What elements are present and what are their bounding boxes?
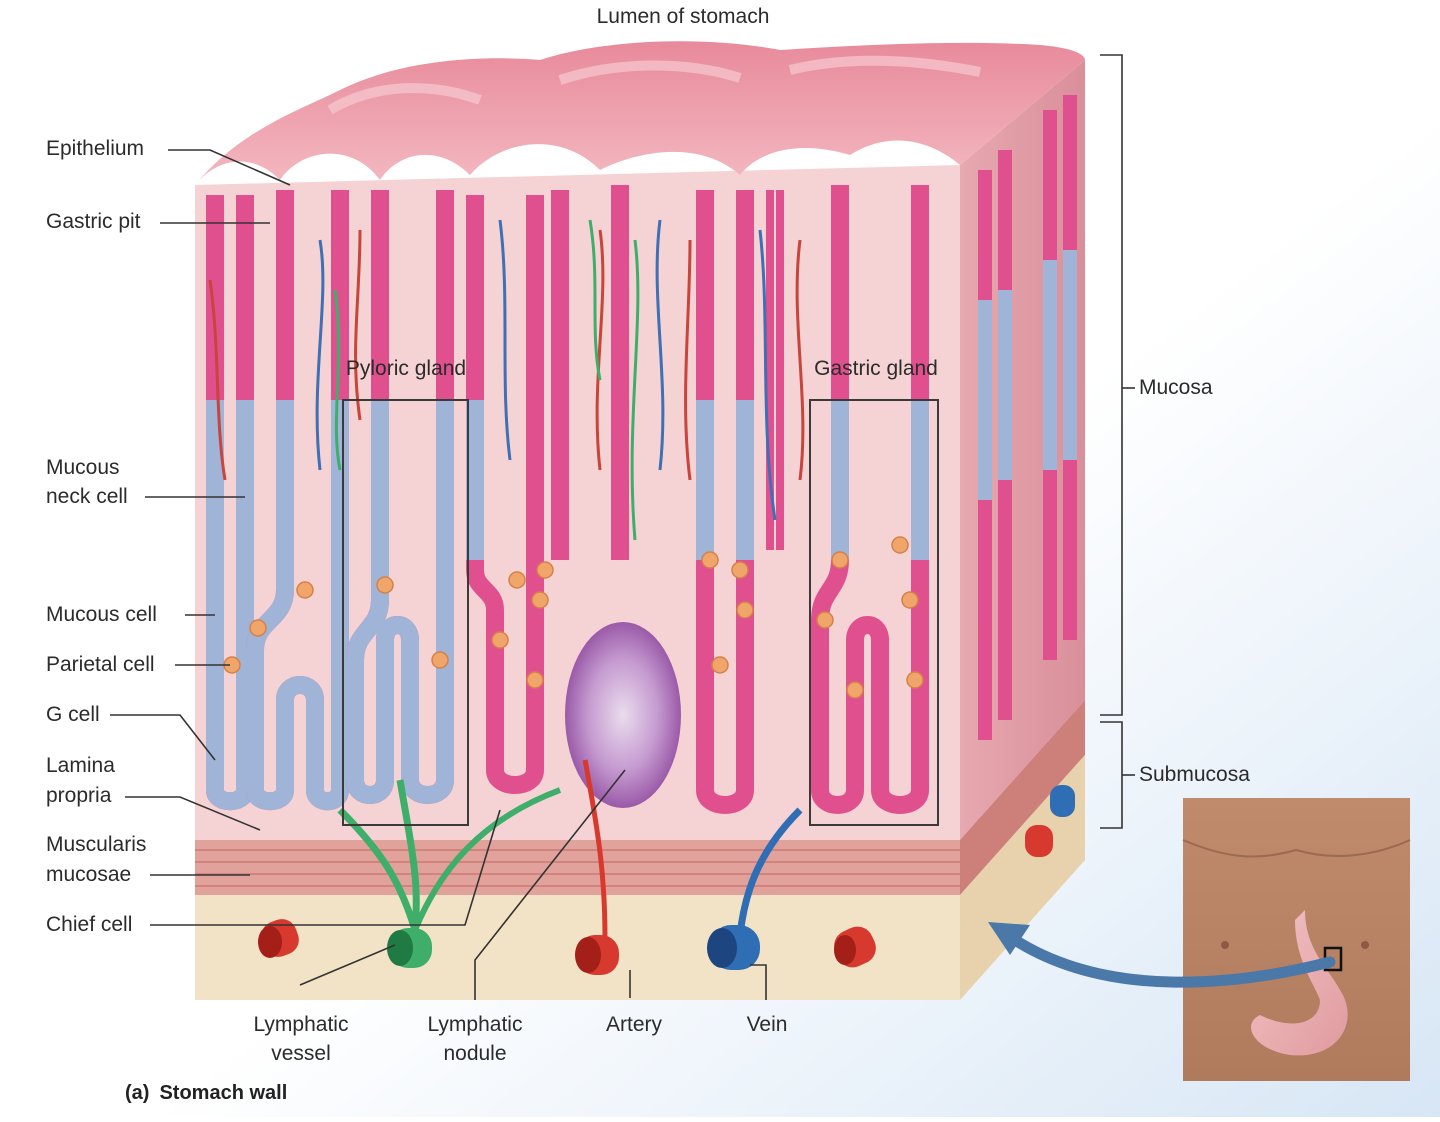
- label-mucous-neck-cell-line1: Mucous: [46, 456, 120, 479]
- glands: [206, 95, 1077, 814]
- label-lamina-propria-line2: propria: [46, 784, 112, 807]
- caption-tag: (a): [125, 1082, 150, 1104]
- label-parietal-cell: Parietal cell: [46, 653, 155, 676]
- label-mucosa: Mucosa: [1139, 376, 1213, 399]
- leader-lines: [110, 54, 1135, 1000]
- label-vein: Vein: [746, 1013, 788, 1036]
- capillaries: [208, 219, 805, 541]
- label-lymphatic-vessel-line1: Lymphatic: [253, 1013, 349, 1036]
- label-muscularis-mucosae-line2: mucosae: [46, 863, 132, 886]
- caption-title: Stomach wall: [159, 1082, 288, 1104]
- label-muscularis-mucosae-line1: Muscularis: [46, 833, 147, 856]
- label-gastric-pit: Gastric pit: [46, 210, 141, 233]
- label-lymphatic-nodule-line1: Lymphatic: [427, 1013, 523, 1036]
- label-gastric-gland: Gastric gland: [814, 357, 938, 380]
- lymphatic-nodule: [565, 622, 681, 808]
- lumen-surface: [195, 41, 1085, 185]
- label-lymphatic-vessel-line2: vessel: [271, 1042, 331, 1065]
- torso-inset: [1182, 798, 1411, 1081]
- gastric-gland-box: [809, 399, 939, 826]
- label-mucous-neck-cell-line2: neck cell: [46, 485, 128, 508]
- pointer-arrow: [988, 922, 1336, 988]
- parietal-cells: [223, 536, 924, 699]
- label-epithelium: Epithelium: [46, 137, 145, 160]
- artery-branch: [582, 759, 608, 941]
- label-mucous-cell: Mucous cell: [46, 603, 157, 626]
- lymphatic-branch: [396, 779, 420, 931]
- label-chief-cell: Chief cell: [46, 913, 133, 936]
- submucosa-side: [960, 755, 1085, 1000]
- label-lumen-of-stomach: Lumen of stomach: [596, 5, 770, 28]
- label-pyloric-gland: Pyloric gland: [345, 357, 467, 380]
- tissue-block: [195, 41, 1085, 1000]
- pyloric-gland-box: [342, 399, 469, 826]
- vein-branch: [736, 807, 803, 936]
- label-submucosa: Submucosa: [1139, 763, 1250, 786]
- label-lymphatic-nodule-line2: nodule: [443, 1042, 507, 1065]
- label-g-cell: G cell: [46, 703, 100, 726]
- stomach-icon: [1251, 910, 1348, 1056]
- label-lamina-propria-line1: Lamina: [46, 754, 115, 777]
- figure-caption: (a) Stomach wall: [125, 1082, 287, 1105]
- label-artery: Artery: [605, 1013, 663, 1036]
- vessel-cross-sections: [258, 785, 1075, 975]
